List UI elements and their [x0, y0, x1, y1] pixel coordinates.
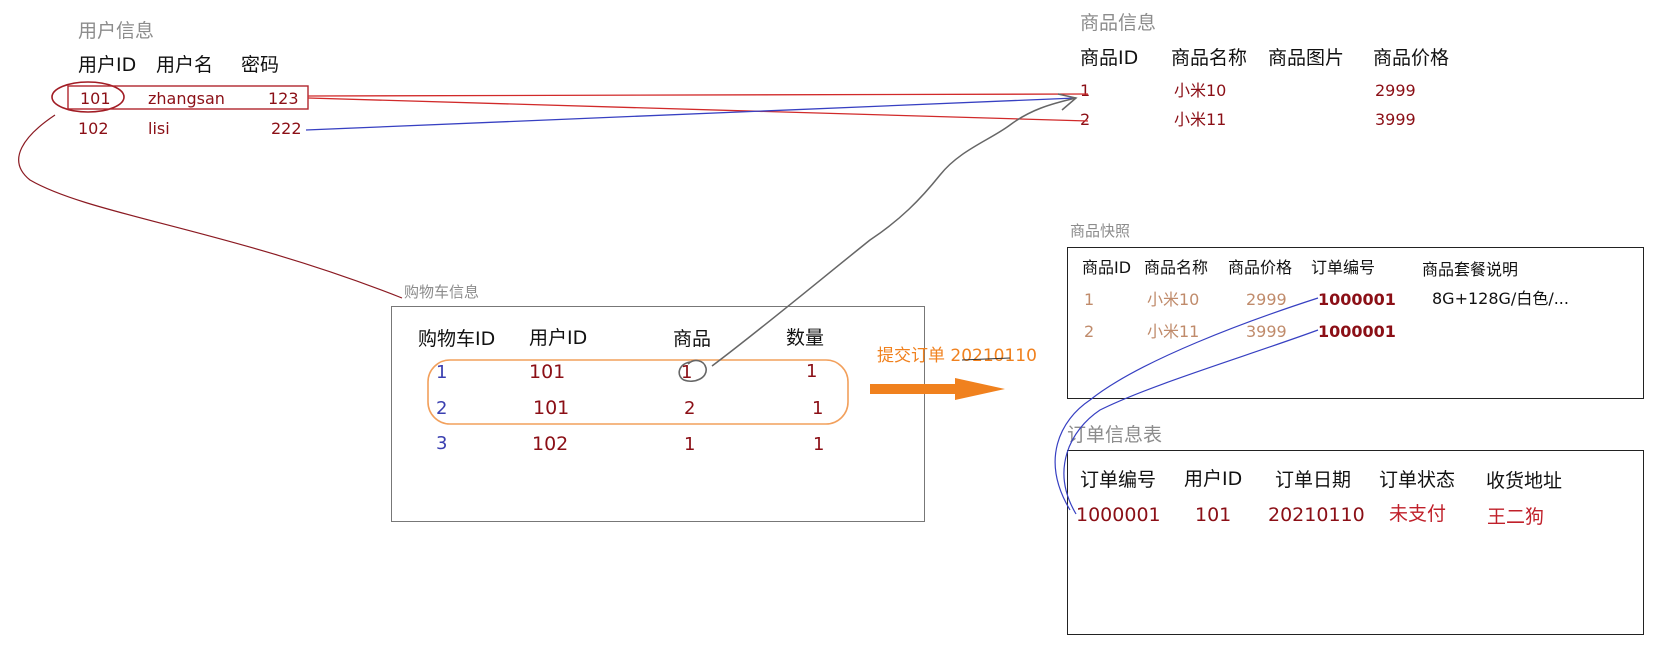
order-header-status: 订单状态: [1379, 469, 1456, 491]
user-row-1-password: 123: [268, 89, 299, 108]
product-header-id: 商品ID: [1080, 47, 1139, 69]
user-2-to-product-line: [305, 97, 1077, 131]
cart-header-id: 购物车ID: [418, 328, 496, 350]
user-table-title: 用户信息: [78, 20, 155, 42]
product-row-1-id: 1: [1080, 81, 1091, 100]
user-row-1-id: 101: [80, 89, 111, 108]
product-row-2-price: 3999: [1375, 110, 1416, 129]
user-row-2-name: lisi: [148, 119, 170, 138]
order-row-1-user-id: 101: [1195, 504, 1232, 526]
snapshot-row-2-order-no: 1000001: [1318, 322, 1396, 341]
user-row-2-id: 102: [78, 119, 109, 138]
order-row-1-status: 未支付: [1389, 503, 1447, 525]
snapshot-header-price: 商品价格: [1228, 258, 1293, 277]
user-to-product-1-line: [307, 93, 1089, 97]
product-row-2-name: 小米11: [1174, 110, 1227, 129]
cart-row-2-quantity: 1: [812, 398, 824, 419]
user-header-name: 用户名: [156, 54, 214, 76]
snapshot-row-1-package: 8G+128G/白色/...: [1432, 289, 1569, 308]
snapshot-header-name: 商品名称: [1144, 258, 1209, 277]
product-header-price: 商品价格: [1373, 47, 1450, 69]
product-header-image: 商品图片: [1268, 47, 1345, 69]
snapshot-row-2-id: 2: [1084, 322, 1095, 341]
user-row-2-password: 222: [271, 119, 302, 138]
snapshot-row-2-price: 3999: [1246, 322, 1287, 341]
product-header-name: 商品名称: [1171, 47, 1248, 69]
product-row-1-price: 2999: [1375, 81, 1416, 100]
cart-row-1-user-id: 101: [529, 361, 566, 383]
order-header-no: 订单编号: [1080, 469, 1157, 491]
snapshot-table-title: 商品快照: [1070, 222, 1131, 240]
order-header-date: 订单日期: [1275, 469, 1352, 491]
order-header-address: 收货地址: [1486, 470, 1563, 492]
user-to-cart-curve: [18, 114, 403, 299]
snapshot-row-1-id: 1: [1084, 290, 1095, 309]
cart-row-2-user-id: 101: [533, 397, 570, 419]
cart-row-2-product: 2: [684, 398, 696, 419]
order-row-1-address: 王二狗: [1487, 506, 1545, 528]
cart-row-1-product: 1: [681, 362, 693, 383]
cart-header-user-id: 用户ID: [529, 327, 588, 349]
cart-row-3-id: 3: [436, 433, 448, 454]
user-to-product-2-line: [307, 97, 1089, 122]
product-table-title: 商品信息: [1080, 12, 1157, 34]
cart-row-3-user-id: 102: [532, 433, 569, 455]
order-header-user-id: 用户ID: [1184, 468, 1243, 490]
order-table-box: [1067, 450, 1644, 635]
submit-order-label: 提交订单 20210110: [877, 346, 1037, 366]
order-table-title: 订单信息表: [1067, 424, 1163, 446]
cart-header-product: 商品: [673, 328, 712, 350]
order-row-1-date: 20210110: [1268, 504, 1365, 526]
cart-row-2-id: 2: [436, 398, 448, 419]
cart-row-3-product: 1: [684, 434, 696, 455]
cart-to-product-arrowhead: [1057, 93, 1078, 111]
order-row-1-no: 1000001: [1076, 504, 1161, 526]
cart-row-1-id: 1: [436, 362, 448, 383]
snapshot-header-id: 商品ID: [1082, 258, 1132, 277]
snapshot-row-2-name: 小米11: [1147, 322, 1200, 341]
snapshot-header-order-no: 订单编号: [1311, 258, 1376, 277]
cart-row-1-quantity: 1: [806, 361, 818, 382]
user-header-password: 密码: [241, 54, 280, 76]
cart-row-3-quantity: 1: [813, 434, 825, 455]
cart-header-quantity: 数量: [786, 327, 825, 349]
user-header-id: 用户ID: [78, 54, 137, 76]
user-row-1-name: zhangsan: [148, 89, 225, 108]
product-row-2-id: 2: [1080, 110, 1091, 129]
snapshot-header-package: 商品套餐说明: [1422, 260, 1519, 279]
cart-table-box: [391, 306, 925, 522]
snapshot-row-1-name: 小米10: [1147, 290, 1200, 309]
cart-table-title: 购物车信息: [404, 283, 480, 301]
snapshot-row-1-price: 2999: [1246, 290, 1287, 309]
snapshot-row-1-order-no: 1000001: [1318, 290, 1396, 309]
product-row-1-name: 小米10: [1174, 81, 1227, 100]
